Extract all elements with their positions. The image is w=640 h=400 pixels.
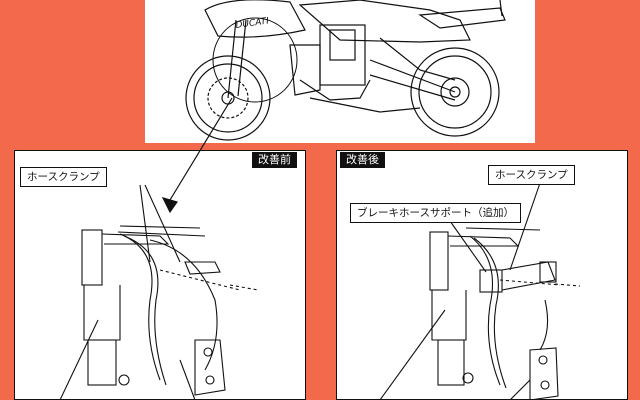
zoom-arrow [161,97,233,214]
before-label: 改善前 [252,152,297,168]
tank-logo: DUCATI [235,16,270,31]
hose-clamp-callout-after: ホースクランプ [488,165,575,185]
before-fork-drawing [59,184,259,400]
brake-hose-support-callout: ブレーキホースサポート（追加） [350,203,521,223]
hose-clamp-callout-before: ホースクランプ [20,167,107,187]
before-panel [14,150,306,400]
after-fork-drawing [379,182,581,400]
motorcycle-illustration [185,0,506,141]
after-label: 改善後 [340,152,385,168]
